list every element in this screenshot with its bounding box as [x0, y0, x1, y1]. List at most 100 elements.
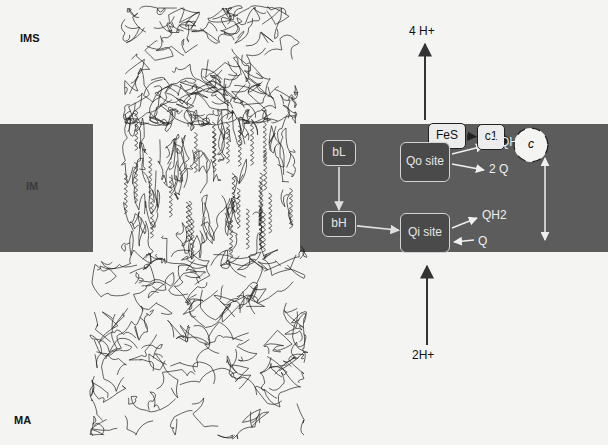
helix-coil	[259, 209, 262, 249]
protein-ground	[93, 124, 300, 252]
ribbon-strand	[167, 87, 233, 109]
pool-arrow	[544, 158, 546, 240]
ribbon-strand	[269, 114, 288, 153]
ribbon-strand	[182, 39, 198, 53]
ribbon-strand	[248, 282, 294, 315]
ribbon-strand	[269, 365, 287, 391]
ribbon-strand	[300, 250, 307, 259]
ribbon-strand	[263, 250, 297, 276]
ribbon-strand	[141, 344, 162, 358]
ribbon-strand	[263, 330, 292, 350]
ribbon-strand	[129, 334, 157, 371]
ribbon-strand	[93, 386, 126, 403]
ribbon-strand	[237, 339, 257, 361]
node-text: bL	[332, 146, 345, 160]
ribbon-strand	[212, 100, 234, 123]
ribbon-strand	[242, 409, 260, 423]
ribbon-strand	[92, 264, 130, 296]
ribbon-strand	[219, 296, 247, 322]
ribbon-strand	[221, 6, 242, 29]
ribbon-strand	[99, 312, 136, 343]
ribbon-strand	[164, 162, 183, 188]
ribbon-strand	[169, 272, 201, 295]
ribbon-strand	[169, 143, 184, 172]
ribbon-strand	[281, 190, 293, 225]
ribbon-strand	[112, 308, 128, 328]
quinone-label: 2 QH2	[490, 135, 525, 149]
ribbon-strand	[227, 349, 236, 378]
ribbon-strand	[130, 214, 146, 247]
helix-coil	[186, 202, 189, 242]
ribbon-strand	[275, 147, 289, 182]
ribbon-strand	[247, 8, 266, 23]
ribbon-strand	[275, 86, 298, 100]
ribbon-strand	[250, 120, 257, 135]
electron-arrow	[338, 167, 340, 210]
node-text: bH	[331, 217, 346, 231]
ribbon-strand	[125, 416, 153, 435]
ribbon-strand	[128, 396, 159, 412]
ribbon-strand	[139, 143, 147, 170]
ribbon-strand	[192, 22, 219, 44]
ribbon-strand	[192, 398, 218, 427]
ribbon-strand	[217, 120, 225, 161]
ribbon-strand	[149, 354, 167, 370]
ribbon-strand	[248, 82, 274, 99]
node-text: Qo site	[405, 155, 445, 169]
helix-coil	[260, 173, 263, 213]
ribbon-strand	[157, 78, 199, 92]
membrane-band	[300, 124, 608, 252]
helix-coil	[169, 177, 172, 217]
ribbon-strand	[264, 344, 283, 354]
ribbon-strand	[235, 18, 253, 43]
ribbon-strand	[143, 221, 153, 260]
ribbon-strand	[222, 195, 238, 251]
ribbon-strand	[211, 159, 221, 181]
ribbon-strand	[206, 60, 241, 78]
ribbon-strand	[280, 128, 295, 175]
quinone-label: Q	[478, 234, 487, 248]
ribbon-strand	[91, 419, 107, 435]
ribbon-strand	[126, 68, 149, 123]
ribbon-strand	[135, 272, 143, 284]
proton-label: 4 H+	[409, 24, 435, 38]
ribbon-strand	[213, 61, 237, 87]
ribbon-strand	[130, 253, 163, 273]
ribbon-strand	[156, 36, 184, 56]
ribbon-strand	[245, 118, 278, 123]
ribbon-strand	[96, 352, 126, 375]
ribbon-strand	[135, 317, 148, 340]
ribbon-strand	[185, 70, 222, 93]
ribbon-strand	[221, 109, 231, 142]
ribbon-strand	[190, 312, 223, 328]
region-label: MA	[14, 414, 31, 426]
ribbon-strand	[172, 64, 216, 87]
quinone-label: 2 Q	[489, 162, 508, 176]
ribbon-strand	[133, 158, 146, 214]
ribbon-strand	[297, 404, 304, 435]
ribbon-strand	[202, 195, 211, 238]
ribbon-strand	[284, 308, 303, 341]
ribbon-strand	[121, 243, 130, 252]
ribbon-strand	[262, 110, 268, 123]
ribbon-strand	[194, 151, 208, 194]
ribbon-strand	[132, 212, 146, 234]
ribbon-strand	[139, 272, 174, 290]
ribbon-strand	[125, 76, 139, 94]
ribbon-strand	[178, 250, 206, 268]
heme-box: bL	[322, 140, 356, 166]
ribbon-strand	[145, 201, 155, 227]
ribbon-strand	[121, 19, 129, 41]
helix-coil	[150, 198, 153, 238]
ribbon-strand	[165, 110, 183, 132]
ribbon-strand	[241, 87, 279, 124]
region-label: IMS	[20, 32, 40, 44]
ribbon-strand	[125, 54, 150, 75]
ribbon-strand	[287, 152, 296, 177]
ribbon-strand	[264, 246, 304, 271]
ribbon-strand	[121, 117, 133, 183]
ribbon-strand	[262, 8, 282, 39]
ribbon-strand	[170, 410, 192, 435]
electron-arrow	[357, 226, 399, 230]
